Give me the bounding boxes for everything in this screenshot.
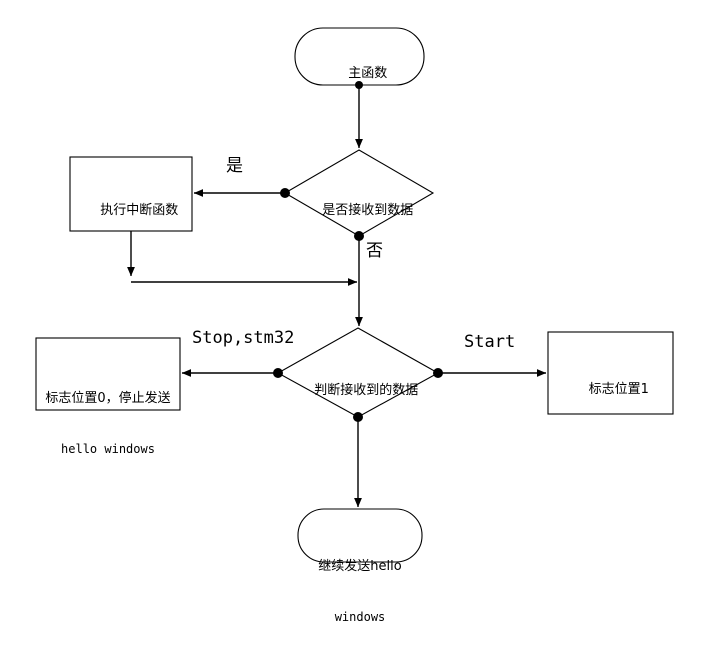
port-dot-main-bottom [355, 81, 363, 89]
node-received-data-decision [283, 149, 435, 237]
edge-label-yes: 是 [226, 156, 243, 176]
node-flag-one [547, 331, 674, 415]
flowchart-svg [35, 27, 674, 563]
flowchart-canvas: 主函数 执行中断函数 是否接收到数据 判断接收到的数据 标志位置0，停止发送 h… [35, 27, 674, 624]
port-dot-decision2-bottom [353, 412, 363, 422]
node-judge-received-data-decision [276, 327, 440, 418]
node-continue-send [297, 508, 423, 563]
port-dot-decision1-bottom [354, 231, 364, 241]
edge-label-no: 否 [366, 241, 383, 261]
node-label-continue-send-line2: windows [334, 610, 386, 624]
edge-label-start: Start [464, 332, 516, 352]
edge-label-stop-stm32: Stop,stm32 [192, 328, 295, 348]
port-dot-decision2-left [273, 368, 283, 378]
node-main-function [294, 27, 425, 86]
port-dot-decision1-left [280, 188, 290, 198]
port-dot-decision2-right [433, 368, 443, 378]
node-interrupt-handler [69, 156, 193, 232]
node-flag-zero-stop-send [35, 337, 181, 411]
